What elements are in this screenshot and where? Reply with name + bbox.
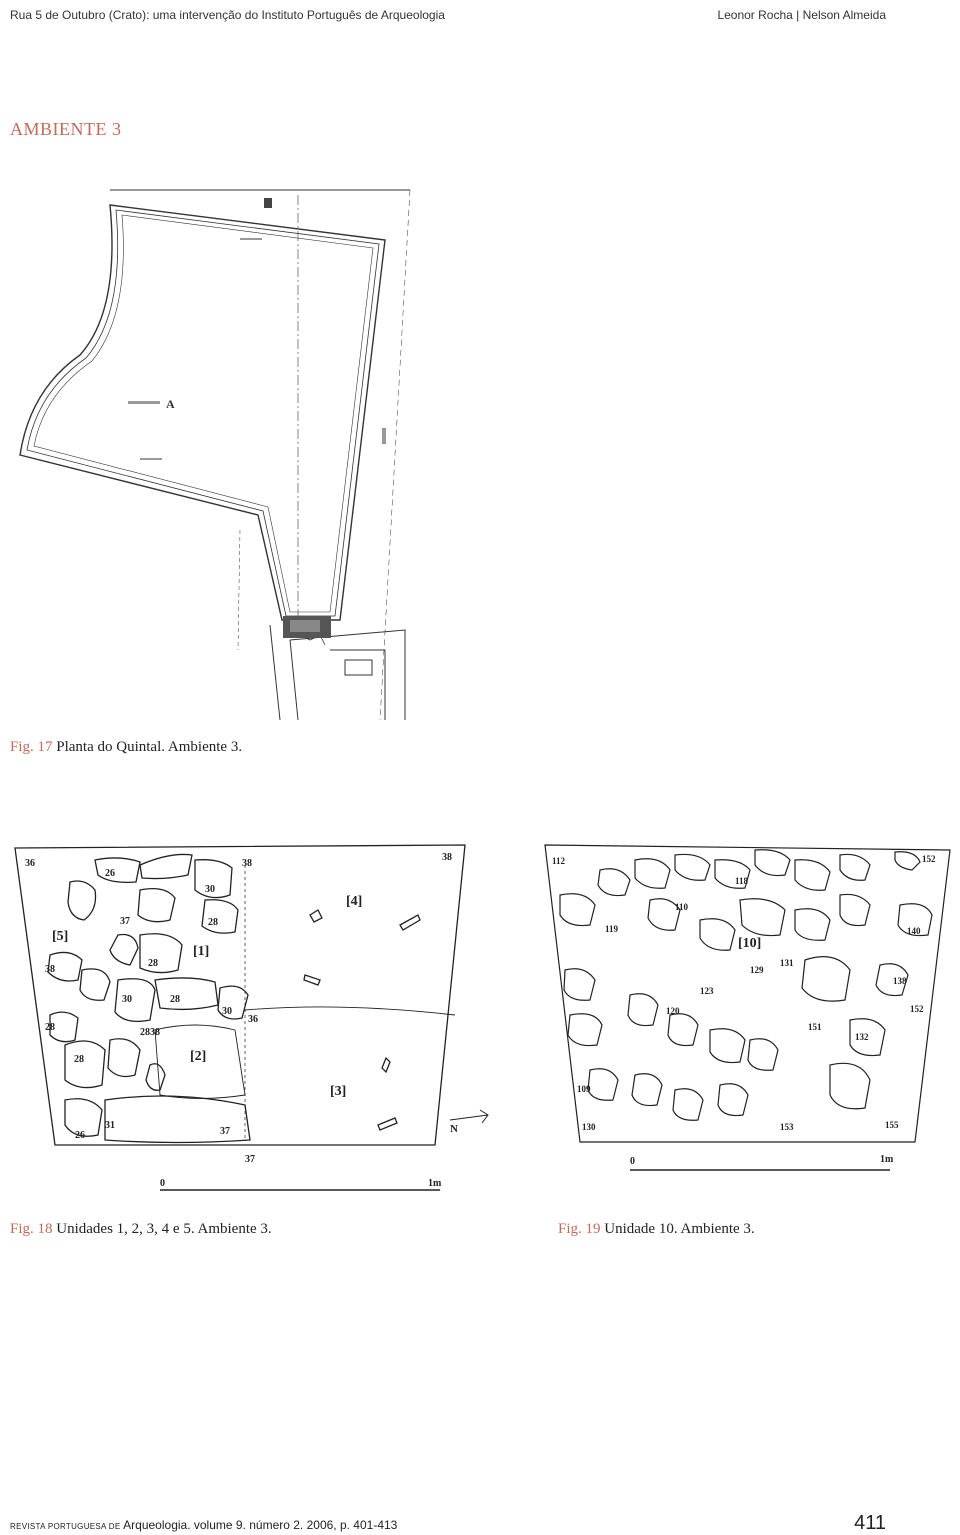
plan-label-a: A xyxy=(166,397,175,411)
stone-number: 152 xyxy=(910,1004,924,1014)
stone-number: 31 xyxy=(105,1120,115,1131)
footer-citation: REVISTA PORTUGUESA DE Arqueologia. volum… xyxy=(10,1518,397,1532)
fig17-text: Planta do Quintal. Ambiente 3. xyxy=(56,739,243,755)
footer-journal-small: REVISTA PORTUGUESA DE xyxy=(10,1522,121,1531)
stone-number: 123 xyxy=(700,986,714,996)
stone-number: 30 xyxy=(222,1006,232,1017)
fig19-text: Unidade 10. Ambiente 3. xyxy=(604,1221,755,1237)
unit-10-label: [10] xyxy=(738,936,761,951)
stone-number: 132 xyxy=(855,1032,869,1042)
unit-3-label: [3] xyxy=(330,1084,346,1099)
stone-number: 28 xyxy=(208,917,218,928)
section-title: AMBIENTE 3 xyxy=(10,119,122,139)
stone-number: 28 xyxy=(148,958,158,969)
stone-number: 37 xyxy=(120,916,130,927)
fig18-caption: Fig. 18 Unidades 1, 2, 3, 4 e 5. Ambient… xyxy=(10,1221,272,1238)
stone-number: 155 xyxy=(885,1120,899,1130)
stone-number: 151 xyxy=(808,1022,822,1032)
stone-number: 131 xyxy=(780,958,794,968)
stone-number: 112 xyxy=(552,856,566,866)
stone-number: 38 xyxy=(150,1027,160,1038)
fig19-caption: Fig. 19 Unidade 10. Ambiente 3. xyxy=(558,1221,755,1238)
stone-number: 130 xyxy=(582,1122,596,1132)
scale-start: 0 xyxy=(630,1156,635,1167)
stone-number: 30 xyxy=(205,884,215,895)
stone-number: 36 xyxy=(25,858,35,869)
stone-number: 38 xyxy=(45,964,55,975)
stone-number: 118 xyxy=(735,876,749,886)
stone-number: 37 xyxy=(245,1154,255,1165)
stone-number: 28 xyxy=(170,994,180,1005)
fig18-text: Unidades 1, 2, 3, 4 e 5. Ambiente 3. xyxy=(56,1221,272,1237)
stone-number: 110 xyxy=(675,902,689,912)
stone-number: 38 xyxy=(442,852,452,863)
stone-number: 37 xyxy=(220,1126,230,1137)
stone-number: 28 xyxy=(140,1027,150,1038)
stone-number: 38 xyxy=(242,858,252,869)
fig18-drawing: [1] [2] [3] [4] [5] 36 26 38 38 30 37 28… xyxy=(14,844,489,1191)
footer-journal-rest: Arqueologia. volume 9. número 2. 2006, p… xyxy=(123,1518,398,1532)
scale-end: 1m xyxy=(428,1178,442,1189)
running-header-title: Rua 5 de Outubro (Crato): uma intervençã… xyxy=(10,8,445,22)
stone-number: 152 xyxy=(922,854,936,864)
stone-number: 26 xyxy=(105,868,115,879)
unit-2-label: [2] xyxy=(190,1049,206,1064)
stone-number: 36 xyxy=(248,1014,258,1025)
fig19-label: Fig. 19 xyxy=(558,1221,601,1237)
fig18-label: Fig. 18 xyxy=(10,1221,53,1237)
fig17-label: Fig. 17 xyxy=(10,739,53,755)
unit-1-label: [1] xyxy=(193,944,209,959)
fig19-drawing: [10] 112 152 118 110 119 140 129 131 123… xyxy=(544,844,951,1171)
running-header-authors: Leonor Rocha | Nelson Almeida xyxy=(717,8,886,22)
stone-number: 28 xyxy=(45,1022,55,1033)
unit-5-label: [5] xyxy=(52,929,68,944)
stone-number: 30 xyxy=(122,994,132,1005)
stone-number: 153 xyxy=(780,1122,794,1132)
fig17-caption: Fig. 17 Planta do Quintal. Ambiente 3. xyxy=(10,739,242,756)
unit-4-label: [4] xyxy=(346,894,362,909)
fig17-plan-drawing: A xyxy=(19,189,411,721)
scale-end: 1m xyxy=(880,1154,894,1165)
stone-number: 138 xyxy=(893,976,907,986)
stone-number: 129 xyxy=(750,965,764,975)
stone-number: 26 xyxy=(75,1130,85,1141)
north-label: N xyxy=(450,1123,458,1135)
stone-number: 140 xyxy=(907,926,921,936)
stone-number: 120 xyxy=(666,1006,680,1016)
stone-number: 109 xyxy=(577,1084,591,1094)
stone-number: 28 xyxy=(74,1054,84,1065)
stone-number: 119 xyxy=(605,924,619,934)
page-number: 411 xyxy=(854,1512,886,1534)
scale-start: 0 xyxy=(160,1178,165,1189)
